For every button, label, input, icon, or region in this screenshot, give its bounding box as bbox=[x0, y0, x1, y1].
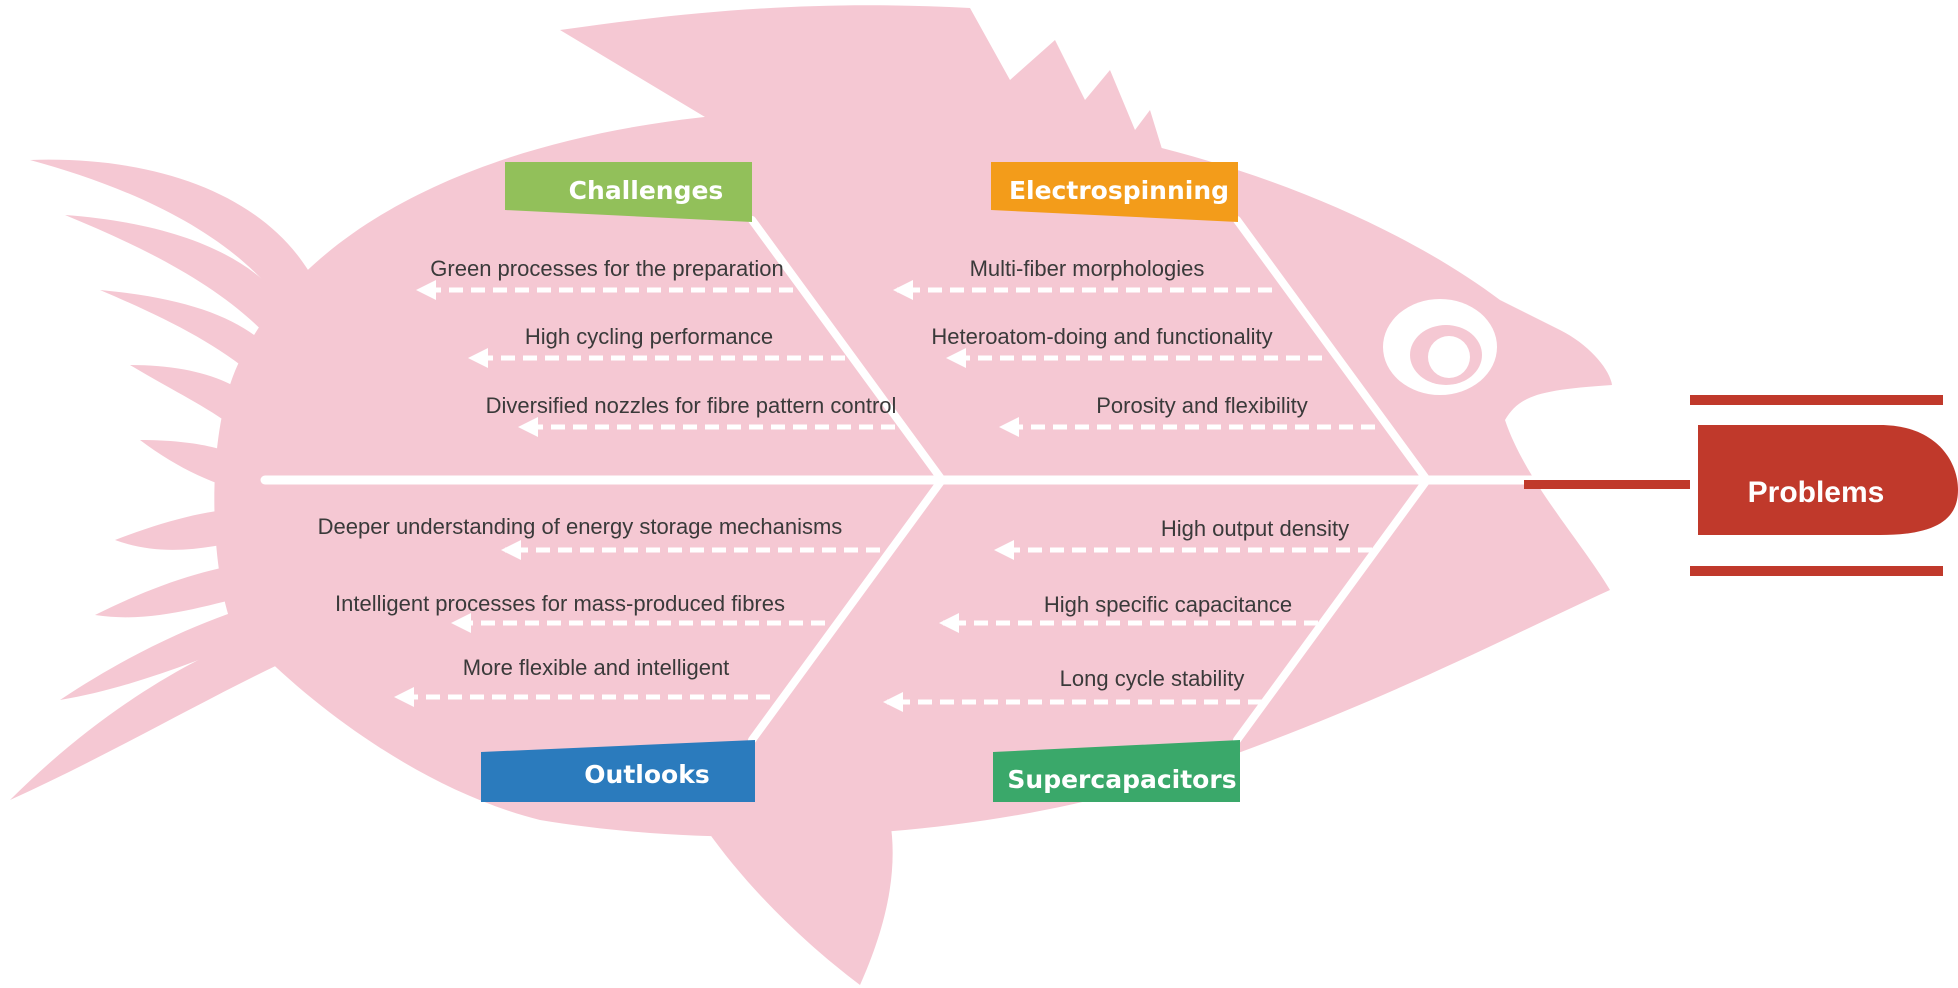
cause-electrospinning-1: Multi-fiber morphologies bbox=[970, 256, 1205, 281]
cause-challenges-3: Diversified nozzles for fibre pattern co… bbox=[486, 393, 897, 418]
outlooks-label-box bbox=[481, 740, 755, 802]
cause-texts: Green processes for the preparation High… bbox=[318, 256, 1349, 691]
bone-challenges bbox=[748, 216, 946, 484]
cause-supercapacitors-1: High output density bbox=[1161, 516, 1349, 541]
supercapacitors-label: Supercapacitors bbox=[1007, 765, 1236, 794]
cause-electrospinning-2: Heteroatom-doing and functionality bbox=[931, 324, 1272, 349]
tail-fin bbox=[10, 159, 330, 800]
cause-supercapacitors-3: Long cycle stability bbox=[1060, 666, 1245, 691]
fish-silhouette bbox=[10, 5, 1613, 985]
electrospinning-label-box bbox=[991, 162, 1238, 222]
problem-head: Problems bbox=[1524, 395, 1958, 576]
cause-arrows bbox=[394, 280, 1375, 712]
challenges-label-box bbox=[505, 162, 752, 222]
cause-electrospinning-3: Porosity and flexibility bbox=[1096, 393, 1308, 418]
category-supercapacitors: Supercapacitors bbox=[993, 740, 1240, 802]
problem-connector bbox=[1524, 480, 1690, 489]
fish-body bbox=[214, 109, 1613, 837]
bone-electrospinning bbox=[1233, 216, 1431, 484]
fish-eye bbox=[1383, 299, 1497, 395]
challenges-label: Challenges bbox=[569, 176, 724, 205]
electrospinning-label: Electrospinning bbox=[1009, 176, 1229, 205]
supercapacitors-label-box bbox=[993, 740, 1240, 802]
problem-label: Problems bbox=[1748, 476, 1885, 509]
category-labels: Challenges Electrospinning Outlooks Supe… bbox=[481, 162, 1240, 802]
cause-challenges-2: High cycling performance bbox=[525, 324, 773, 349]
cause-challenges-1: Green processes for the preparation bbox=[430, 256, 783, 281]
cause-outlooks-3: More flexible and intelligent bbox=[463, 655, 730, 680]
bones bbox=[748, 216, 1431, 744]
cause-supercapacitors-2: High specific capacitance bbox=[1044, 592, 1292, 617]
problem-top-bar bbox=[1690, 395, 1943, 405]
cause-outlooks-2: Intelligent processes for mass-produced … bbox=[335, 591, 785, 616]
bone-outlooks bbox=[748, 476, 946, 744]
outlooks-label: Outlooks bbox=[584, 760, 709, 789]
pelvic-fin bbox=[700, 820, 893, 985]
category-electrospinning: Electrospinning bbox=[991, 162, 1238, 222]
problem-box bbox=[1698, 425, 1958, 535]
problem-bottom-bar bbox=[1690, 566, 1943, 576]
bone-supercapacitors bbox=[1233, 476, 1431, 744]
category-outlooks: Outlooks bbox=[481, 740, 755, 802]
cause-outlooks-1: Deeper understanding of energy storage m… bbox=[318, 514, 843, 539]
category-challenges: Challenges bbox=[505, 162, 752, 222]
